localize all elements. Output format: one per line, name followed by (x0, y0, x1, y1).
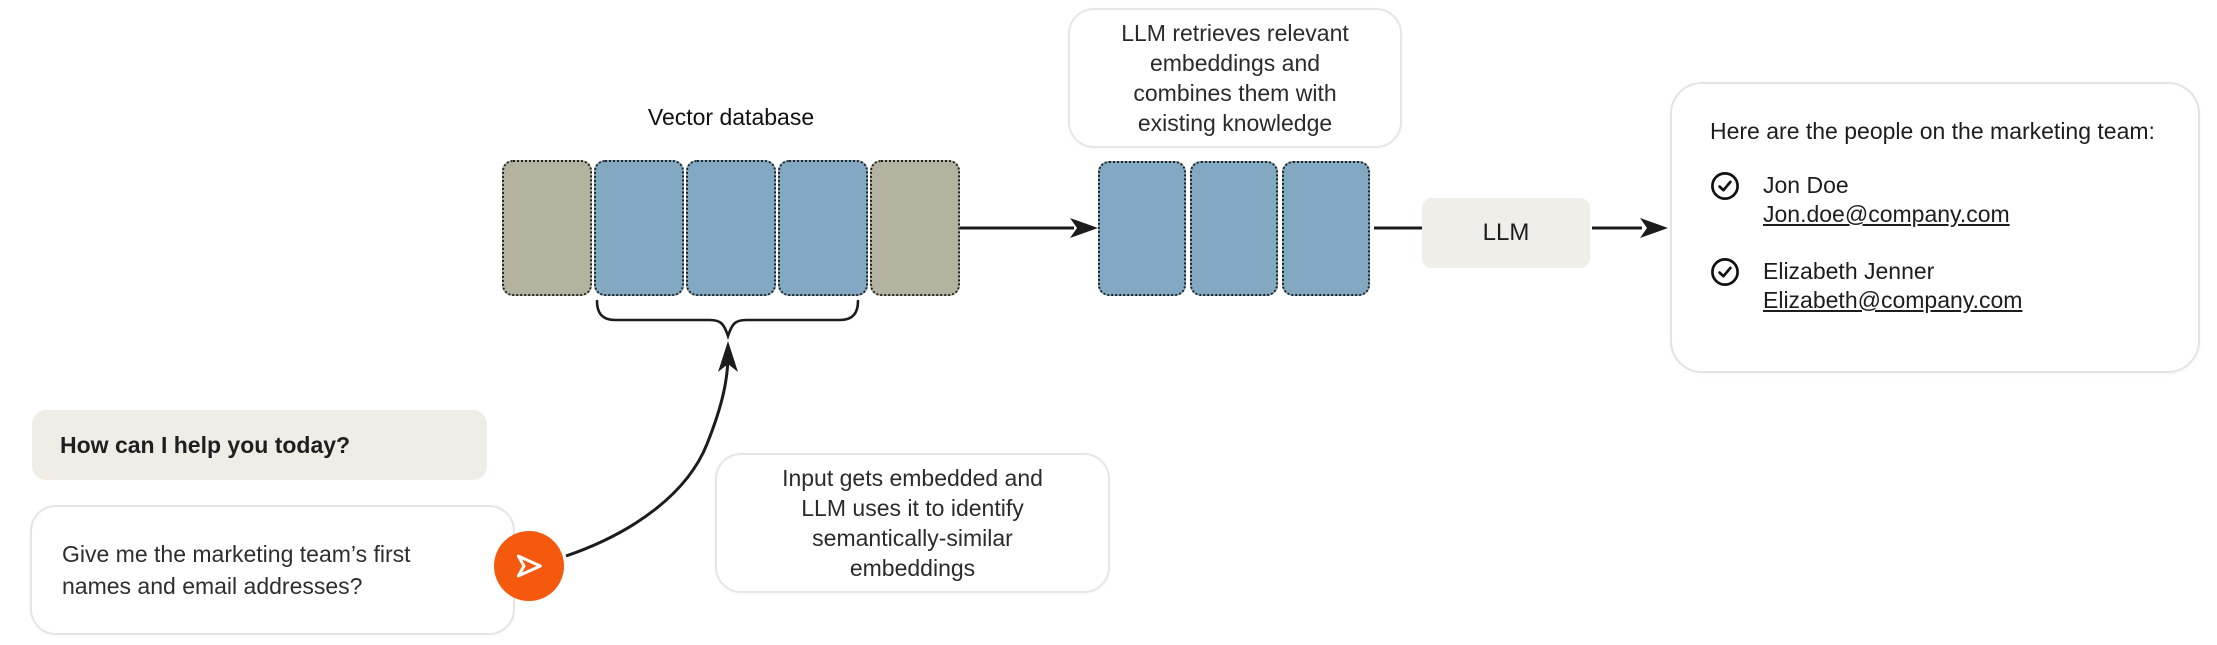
arrowhead-llm-to-response (1640, 218, 1668, 238)
callout-line: embeddings (849, 555, 976, 581)
embedding-cell (594, 160, 684, 296)
callout-line: existing knowledge (1137, 110, 1333, 136)
paper-plane-icon (512, 549, 546, 583)
callout-line: LLM uses it to identify (801, 495, 1024, 521)
user-message: Give me the marketing team’s first names… (30, 505, 515, 635)
person-row: Elizabeth Jenner Elizabeth@company.com (1710, 257, 2158, 316)
callout-line: LLM retrieves relevant (1121, 20, 1349, 46)
embedding-cell (870, 160, 960, 296)
person-email[interactable]: Jon.doe@company.com (1763, 201, 2010, 227)
embedding-cell (1190, 161, 1278, 296)
response-card: Here are the people on the marketing tea… (1670, 82, 2200, 373)
send-button[interactable] (494, 531, 564, 601)
query-arrow-curve (565, 353, 730, 558)
retrieved-embeddings (1098, 161, 1370, 296)
person-name: Elizabeth Jenner (1763, 258, 1935, 284)
person-row: Jon Doe Jon.doe@company.com (1710, 171, 2158, 230)
embedding-cell (778, 160, 868, 296)
response-intro: Here are the people on the marketing tea… (1710, 118, 2155, 144)
callout-line: combines them with (1133, 80, 1337, 106)
arrowhead-vdb-to-retrieved (1070, 218, 1098, 238)
callout-line: embeddings and (1149, 50, 1321, 76)
selection-brace (595, 299, 860, 341)
vector-database (502, 160, 960, 296)
callout-line: semantically-similar (812, 525, 1013, 551)
llm-box: LLM (1422, 198, 1590, 268)
check-circle-icon (1710, 257, 1740, 287)
embedding-cell (1282, 161, 1370, 296)
embedding-cell (1098, 161, 1186, 296)
callout-line: Input gets embedded and (782, 465, 1043, 491)
arrowhead-query-to-brace (718, 341, 738, 372)
llm-label: LLM (1482, 219, 1530, 246)
callout-embedding: Input gets embedded and LLM uses it to i… (715, 453, 1110, 593)
check-circle-icon (1710, 171, 1740, 201)
assistant-message: How can I help you today? (32, 410, 487, 480)
user-message-text: Give me the marketing team’s first names… (62, 541, 411, 599)
person-email[interactable]: Elizabeth@company.com (1763, 287, 2023, 313)
embedding-cell (502, 160, 592, 296)
embedding-cell (686, 160, 776, 296)
person-name: Jon Doe (1763, 172, 1849, 198)
vector-database-label: Vector database (647, 104, 815, 130)
callout-retrieval: LLM retrieves relevant embeddings and co… (1068, 8, 1402, 148)
